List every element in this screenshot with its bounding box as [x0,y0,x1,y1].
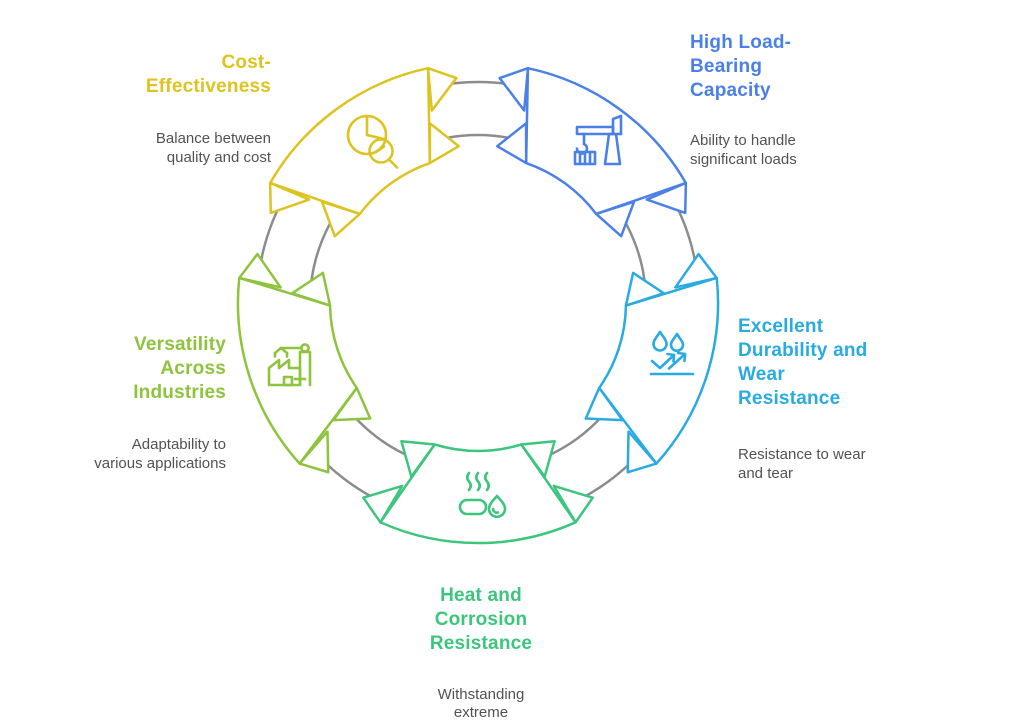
banner-heat-corrosion [363,441,592,543]
banner-versatility [214,237,382,487]
banner-cost-effectiveness [244,41,489,258]
node-description: Ability to handle significant loads [690,132,797,168]
node-description: Resistance to wear and tear [738,446,866,482]
crane-icon [573,114,623,166]
node-title: Versatility Across Industries [133,334,226,403]
node-description: Adaptability to various applications [94,436,226,472]
steam-flame-icon [458,471,507,519]
node-cost-effectiveness: Cost- Effectiveness Balance between qual… [51,33,271,185]
node-title: Cost- Effectiveness [145,52,271,97]
node-description: Balance between quality and cost [155,130,271,166]
node-high-load-bearing-capacity: High Load- Bearing Capacity Ability to h… [690,13,850,187]
node-title: High Load- Bearing Capacity [690,32,792,101]
node-title: Excellent Durability and Wear Resistance [738,316,868,409]
node-versatility-across-industries: Versatility Across Industries Adaptabili… [16,315,226,491]
banner-high-load-bearing [466,41,711,258]
node-description: Withstanding extreme temperatures and co… [422,686,540,724]
node-heat-corrosion-resistance: Heat and Corrosion Resistance Withstandi… [369,566,593,724]
pie-chart-magnifier-icon [346,114,399,169]
node-title: Heat and Corrosion Resistance [429,585,533,654]
banner-durability-wear [574,237,742,487]
factory-robot-arm-icon [267,343,312,387]
node-durability-wear-resistance: Excellent Durability and Wear Resistance… [738,297,918,501]
water-repellent-arrow-icon [649,330,695,376]
